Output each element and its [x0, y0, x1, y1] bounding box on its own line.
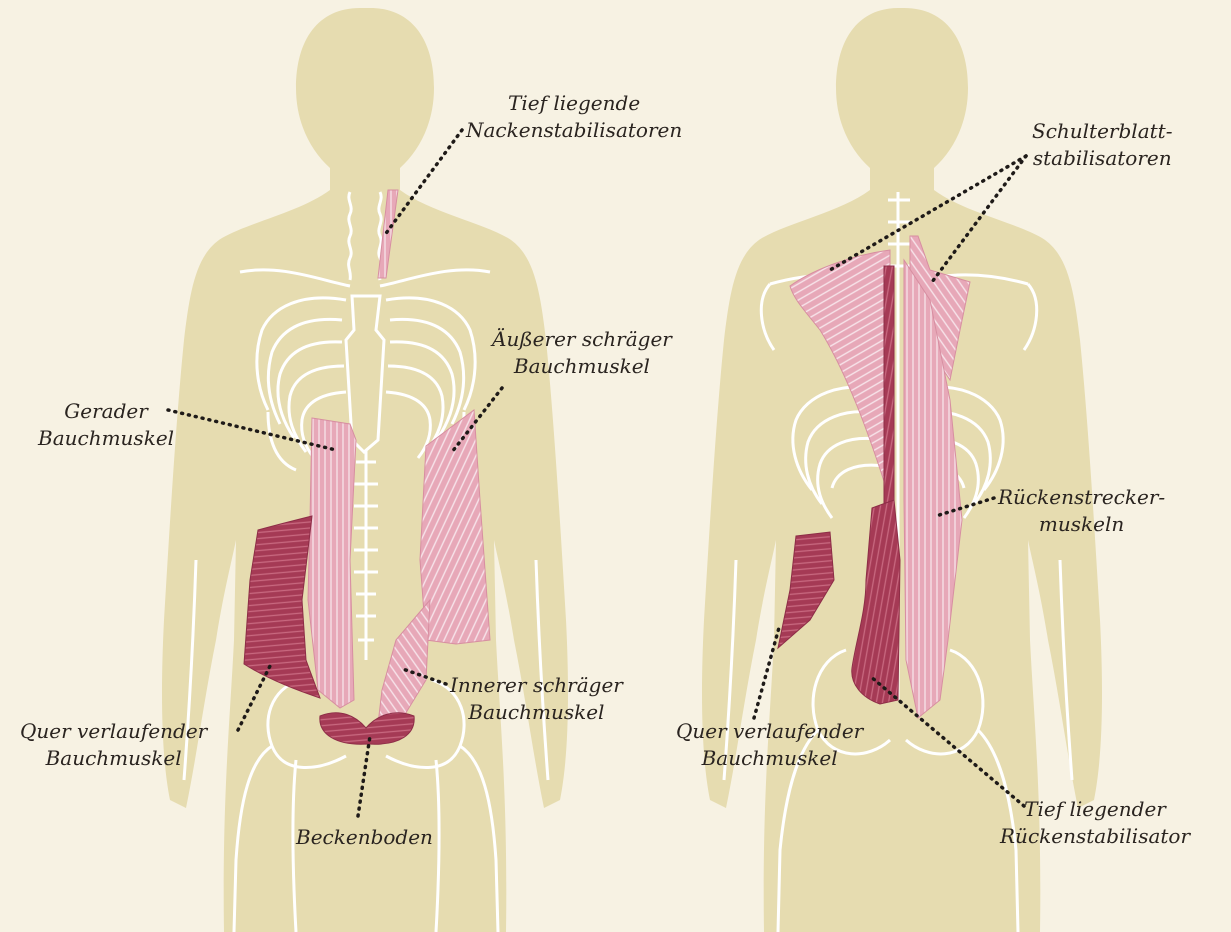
- label-multifidus-line2: Rückenstabilisator: [1000, 823, 1190, 850]
- label-rectus-line2: Bauchmuskel: [38, 425, 174, 452]
- rectus-abdominis: [308, 418, 356, 708]
- label-neck-stabilizers: Tief liegende Nackenstabilisatoren: [466, 90, 682, 144]
- deep-spine-strip: [884, 266, 894, 520]
- label-transversus-back-line2: Bauchmuskel: [676, 745, 863, 772]
- label-transversus-back-line1: Quer verlaufender: [676, 718, 863, 745]
- label-scapular-line2: stabilisatoren: [1032, 145, 1172, 172]
- label-pelvic-floor-line1: Beckenboden: [296, 824, 433, 851]
- label-multifidus: Tief liegender Rückenstabilisator: [1000, 796, 1190, 850]
- label-transversus-front: Quer verlaufender Bauchmuskel: [20, 718, 207, 772]
- label-multifidus-line1: Tief liegender: [1000, 796, 1190, 823]
- label-rectus-line1: Gerader: [38, 398, 174, 425]
- label-pelvic-floor: Beckenboden: [296, 824, 433, 851]
- label-neck-line1: Tief liegende: [466, 90, 682, 117]
- label-transversus-front-line1: Quer verlaufender: [20, 718, 207, 745]
- label-scapular: Schulterblatt- stabilisatoren: [1032, 118, 1172, 172]
- label-erector: Rückenstrecker- muskeln: [998, 484, 1165, 538]
- label-internal-oblique: Innerer schräger Bauchmuskel: [450, 672, 623, 726]
- label-transversus-front-line2: Bauchmuskel: [20, 745, 207, 772]
- label-internal-oblique-line1: Innerer schräger: [450, 672, 623, 699]
- label-neck-line2: Nackenstabilisatoren: [466, 117, 682, 144]
- label-erector-line2: muskeln: [998, 511, 1165, 538]
- label-external-oblique-line1: Äußerer schräger: [492, 326, 672, 353]
- label-transversus-back: Quer verlaufender Bauchmuskel: [676, 718, 863, 772]
- label-erector-line1: Rückenstrecker-: [998, 484, 1165, 511]
- label-rectus: Gerader Bauchmuskel: [38, 398, 174, 452]
- label-external-oblique: Äußerer schräger Bauchmuskel: [492, 326, 672, 380]
- label-external-oblique-line2: Bauchmuskel: [492, 353, 672, 380]
- label-scapular-line1: Schulterblatt-: [1032, 118, 1172, 145]
- label-internal-oblique-line2: Bauchmuskel: [450, 699, 623, 726]
